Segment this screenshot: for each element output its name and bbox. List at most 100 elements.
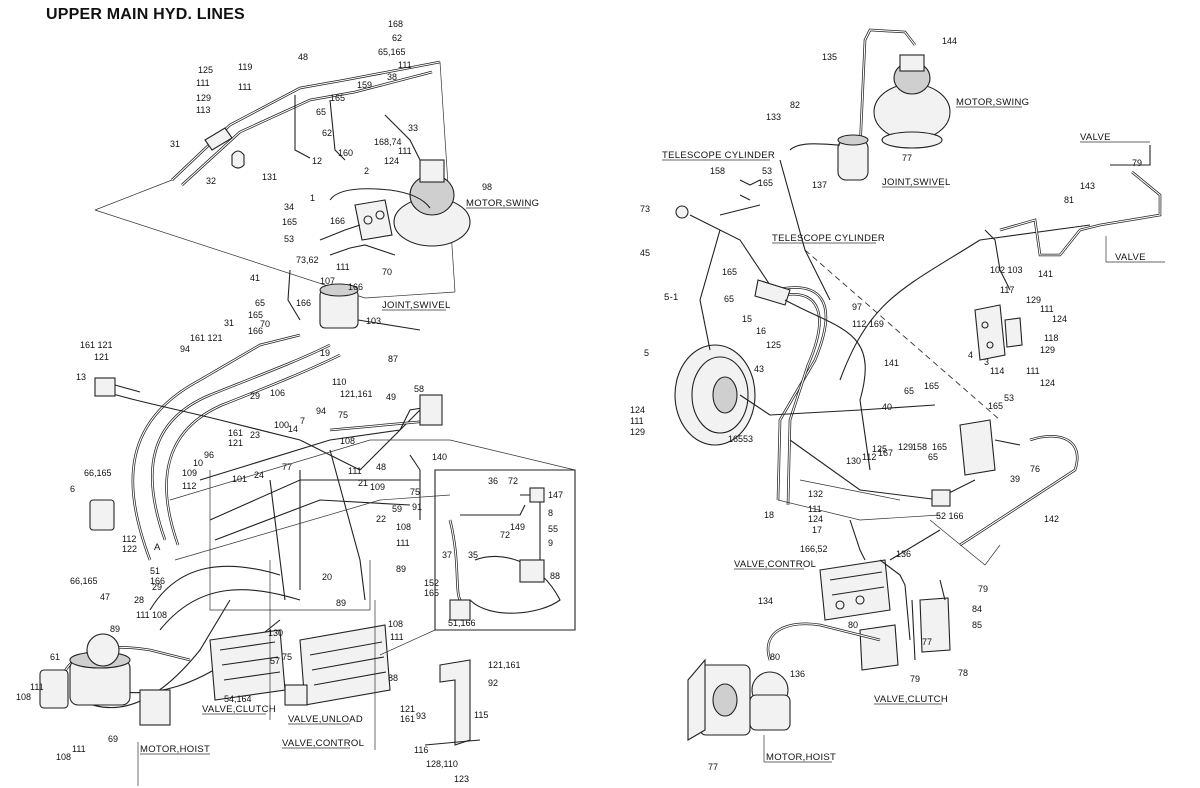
part-callout: 149 — [510, 522, 525, 532]
part-callout: 165 — [248, 310, 263, 320]
part-callout: 159 — [357, 80, 372, 90]
part-callout: 16 — [756, 326, 766, 336]
part-callout: 58 — [414, 384, 424, 394]
part-callout: 1 — [310, 193, 315, 203]
joint-swivel-right-label: JOINT,SWIVEL — [882, 177, 951, 188]
part-callout: 78 — [958, 668, 968, 678]
part-callout: 152 — [424, 578, 439, 588]
part-callout: 114 — [990, 366, 1004, 376]
valve-control-right-label: VALVE,CONTROL — [734, 559, 816, 570]
part-callout: 92 — [488, 678, 498, 688]
part-callout: 122 — [122, 544, 137, 554]
part-callout: 12 — [312, 156, 322, 166]
part-callout: 166,52 — [800, 544, 828, 554]
part-callout: 94 — [180, 344, 190, 354]
part-callout: 113 — [196, 105, 210, 115]
part-callout: 111 — [72, 744, 86, 754]
part-callout: 111 — [348, 466, 362, 476]
valve-right-label: VALVE — [1115, 252, 1146, 263]
part-callout: 119 — [238, 62, 252, 72]
part-callout: 112 169 — [852, 319, 884, 329]
part-callout: 125 — [766, 340, 781, 350]
part-callout: 129 — [898, 442, 913, 452]
part-callout: 111 — [196, 78, 210, 88]
part-callout: 165 — [758, 178, 773, 188]
part-callout: 116 — [414, 745, 428, 755]
part-callout: 124 — [808, 514, 823, 524]
part-callout: 8 — [548, 508, 553, 518]
part-callout: 52 166 — [936, 511, 964, 521]
part-callout: 85 — [972, 620, 982, 630]
part-callout: 141 — [884, 358, 899, 368]
part-callout: 130 — [846, 456, 861, 466]
part-callout: 54,164 — [224, 694, 252, 704]
part-callout: 137 — [812, 180, 827, 190]
part-callout: 118 — [1044, 333, 1058, 343]
part-callout: 131 — [262, 172, 277, 182]
part-callout: 112 — [122, 534, 136, 544]
part-callout: 115 — [474, 710, 488, 720]
part-callout: 124 — [1040, 378, 1055, 388]
part-callout: 97 — [852, 302, 862, 312]
part-callout: 65 — [255, 298, 265, 308]
part-callout: 72 — [508, 476, 518, 486]
part-callout: 142 — [1044, 514, 1059, 524]
part-callout: 4 — [968, 350, 973, 360]
part-callout: 161 121 — [190, 333, 223, 343]
part-callout: 144 — [942, 36, 957, 46]
part-callout: 117 — [1000, 285, 1014, 295]
part-callout: 109 — [182, 468, 197, 478]
part-callout: 143 — [1080, 181, 1095, 191]
part-callout: 31 — [224, 318, 234, 328]
part-callout: 66,165 — [84, 468, 112, 478]
part-callout: 125 — [872, 444, 887, 454]
motor-hoist-right-label: MOTOR,HOIST — [766, 752, 836, 763]
part-callout: 77 — [902, 153, 912, 163]
part-callout: 141 — [1038, 269, 1053, 279]
part-callout: 65,165 — [378, 47, 406, 57]
part-callout: 98 — [482, 182, 492, 192]
part-callout: 121,161 — [488, 660, 521, 670]
part-callout: 61 — [50, 652, 60, 662]
part-callout: 124 — [630, 405, 645, 415]
part-callout: 43 — [754, 364, 764, 374]
part-callout: 111 — [390, 632, 404, 642]
part-callout: 125 — [198, 65, 213, 75]
part-callout: 91 — [412, 502, 422, 512]
part-callout: 111 — [398, 146, 412, 156]
part-callout: 3 — [984, 357, 989, 367]
part-callout: 129 — [630, 427, 645, 437]
part-callout: 133 — [766, 112, 781, 122]
part-callout: 6 — [70, 484, 75, 494]
part-callout: 129 — [196, 93, 211, 103]
part-callout: 165 — [988, 401, 1003, 411]
part-callout: 65 — [724, 294, 734, 304]
part-callout: 111 — [398, 60, 412, 70]
part-callout: 111 — [30, 682, 44, 692]
part-callout: 28 — [134, 595, 144, 605]
part-callout: 168,74 — [374, 137, 402, 147]
part-callout: 47 — [100, 592, 110, 602]
part-callout: 79 — [910, 674, 920, 684]
part-callout: 111 — [630, 416, 644, 426]
part-callout: 37 — [442, 550, 452, 560]
part-callout: 89 — [336, 598, 346, 608]
part-callout: 166 — [296, 298, 311, 308]
part-callout: 94 — [316, 406, 326, 416]
part-callout: 124 — [1052, 314, 1067, 324]
part-callout: 70 — [382, 267, 392, 277]
part-callout: 34 — [284, 202, 294, 212]
part-callout: 111 — [238, 82, 252, 92]
part-callout: 36 — [488, 476, 498, 486]
part-callout: 79 — [978, 584, 988, 594]
part-callout: 130 — [268, 628, 283, 638]
part-callout: 161 121 — [80, 340, 113, 350]
telescope-cylinder-label-2: TELESCOPE CYLINDER — [772, 233, 885, 244]
part-callout: 45 — [640, 248, 650, 258]
part-callout: 158 — [912, 442, 927, 452]
part-callout: 165 — [282, 217, 297, 227]
part-callout: 108 — [396, 522, 411, 532]
part-callout: 2 — [364, 166, 369, 176]
part-callout: 53 — [1004, 393, 1014, 403]
part-callout: 108 — [16, 692, 31, 702]
